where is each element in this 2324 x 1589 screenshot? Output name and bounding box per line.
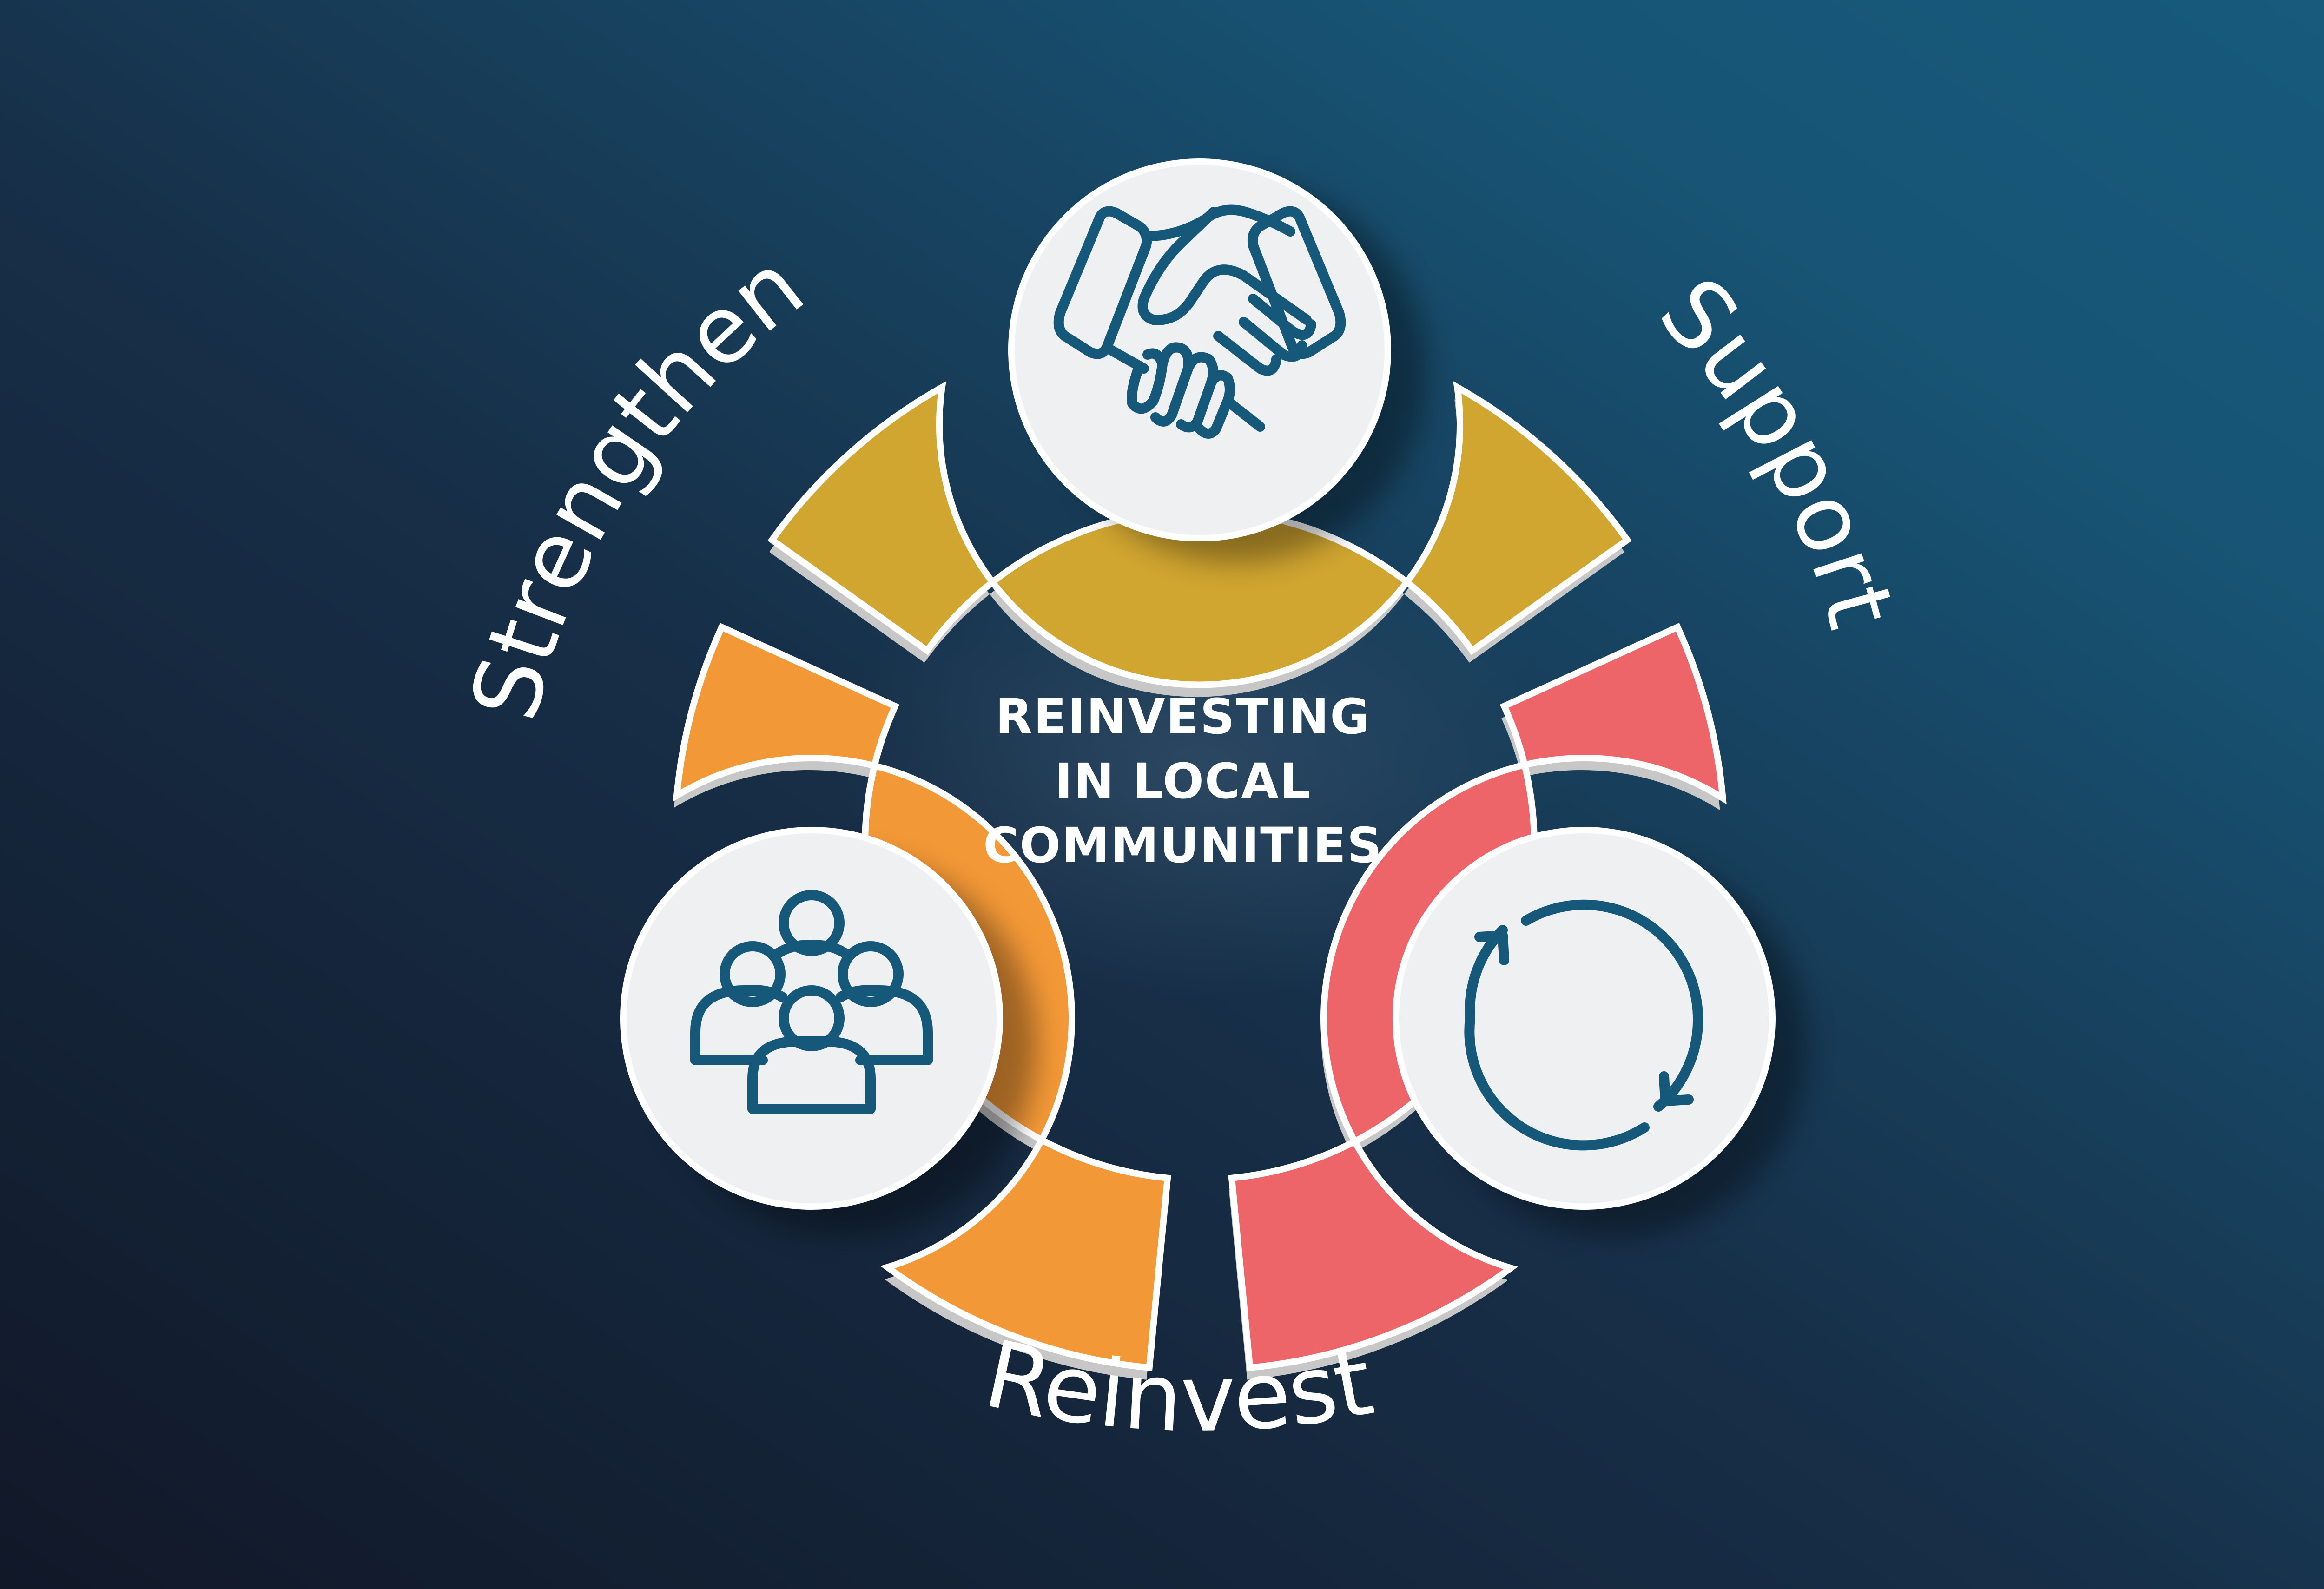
center-title: REINVESTING IN LOCAL COMMUNITIES [983, 688, 1382, 874]
center-title-line-1: REINVESTING [995, 688, 1370, 745]
center-title-line-2: IN LOCAL [1055, 753, 1311, 810]
center-title-line-3: COMMUNITIES [983, 817, 1382, 874]
refresh-cycle-icon [1464, 899, 1703, 1151]
group-people-icon [690, 890, 933, 1114]
handshake-circle [1008, 158, 1427, 562]
group-people-circle [620, 827, 1037, 1236]
icon-circles [620, 158, 1808, 1236]
handshake-icon [1053, 204, 1346, 439]
refresh-cycle-circle [1393, 827, 1808, 1236]
